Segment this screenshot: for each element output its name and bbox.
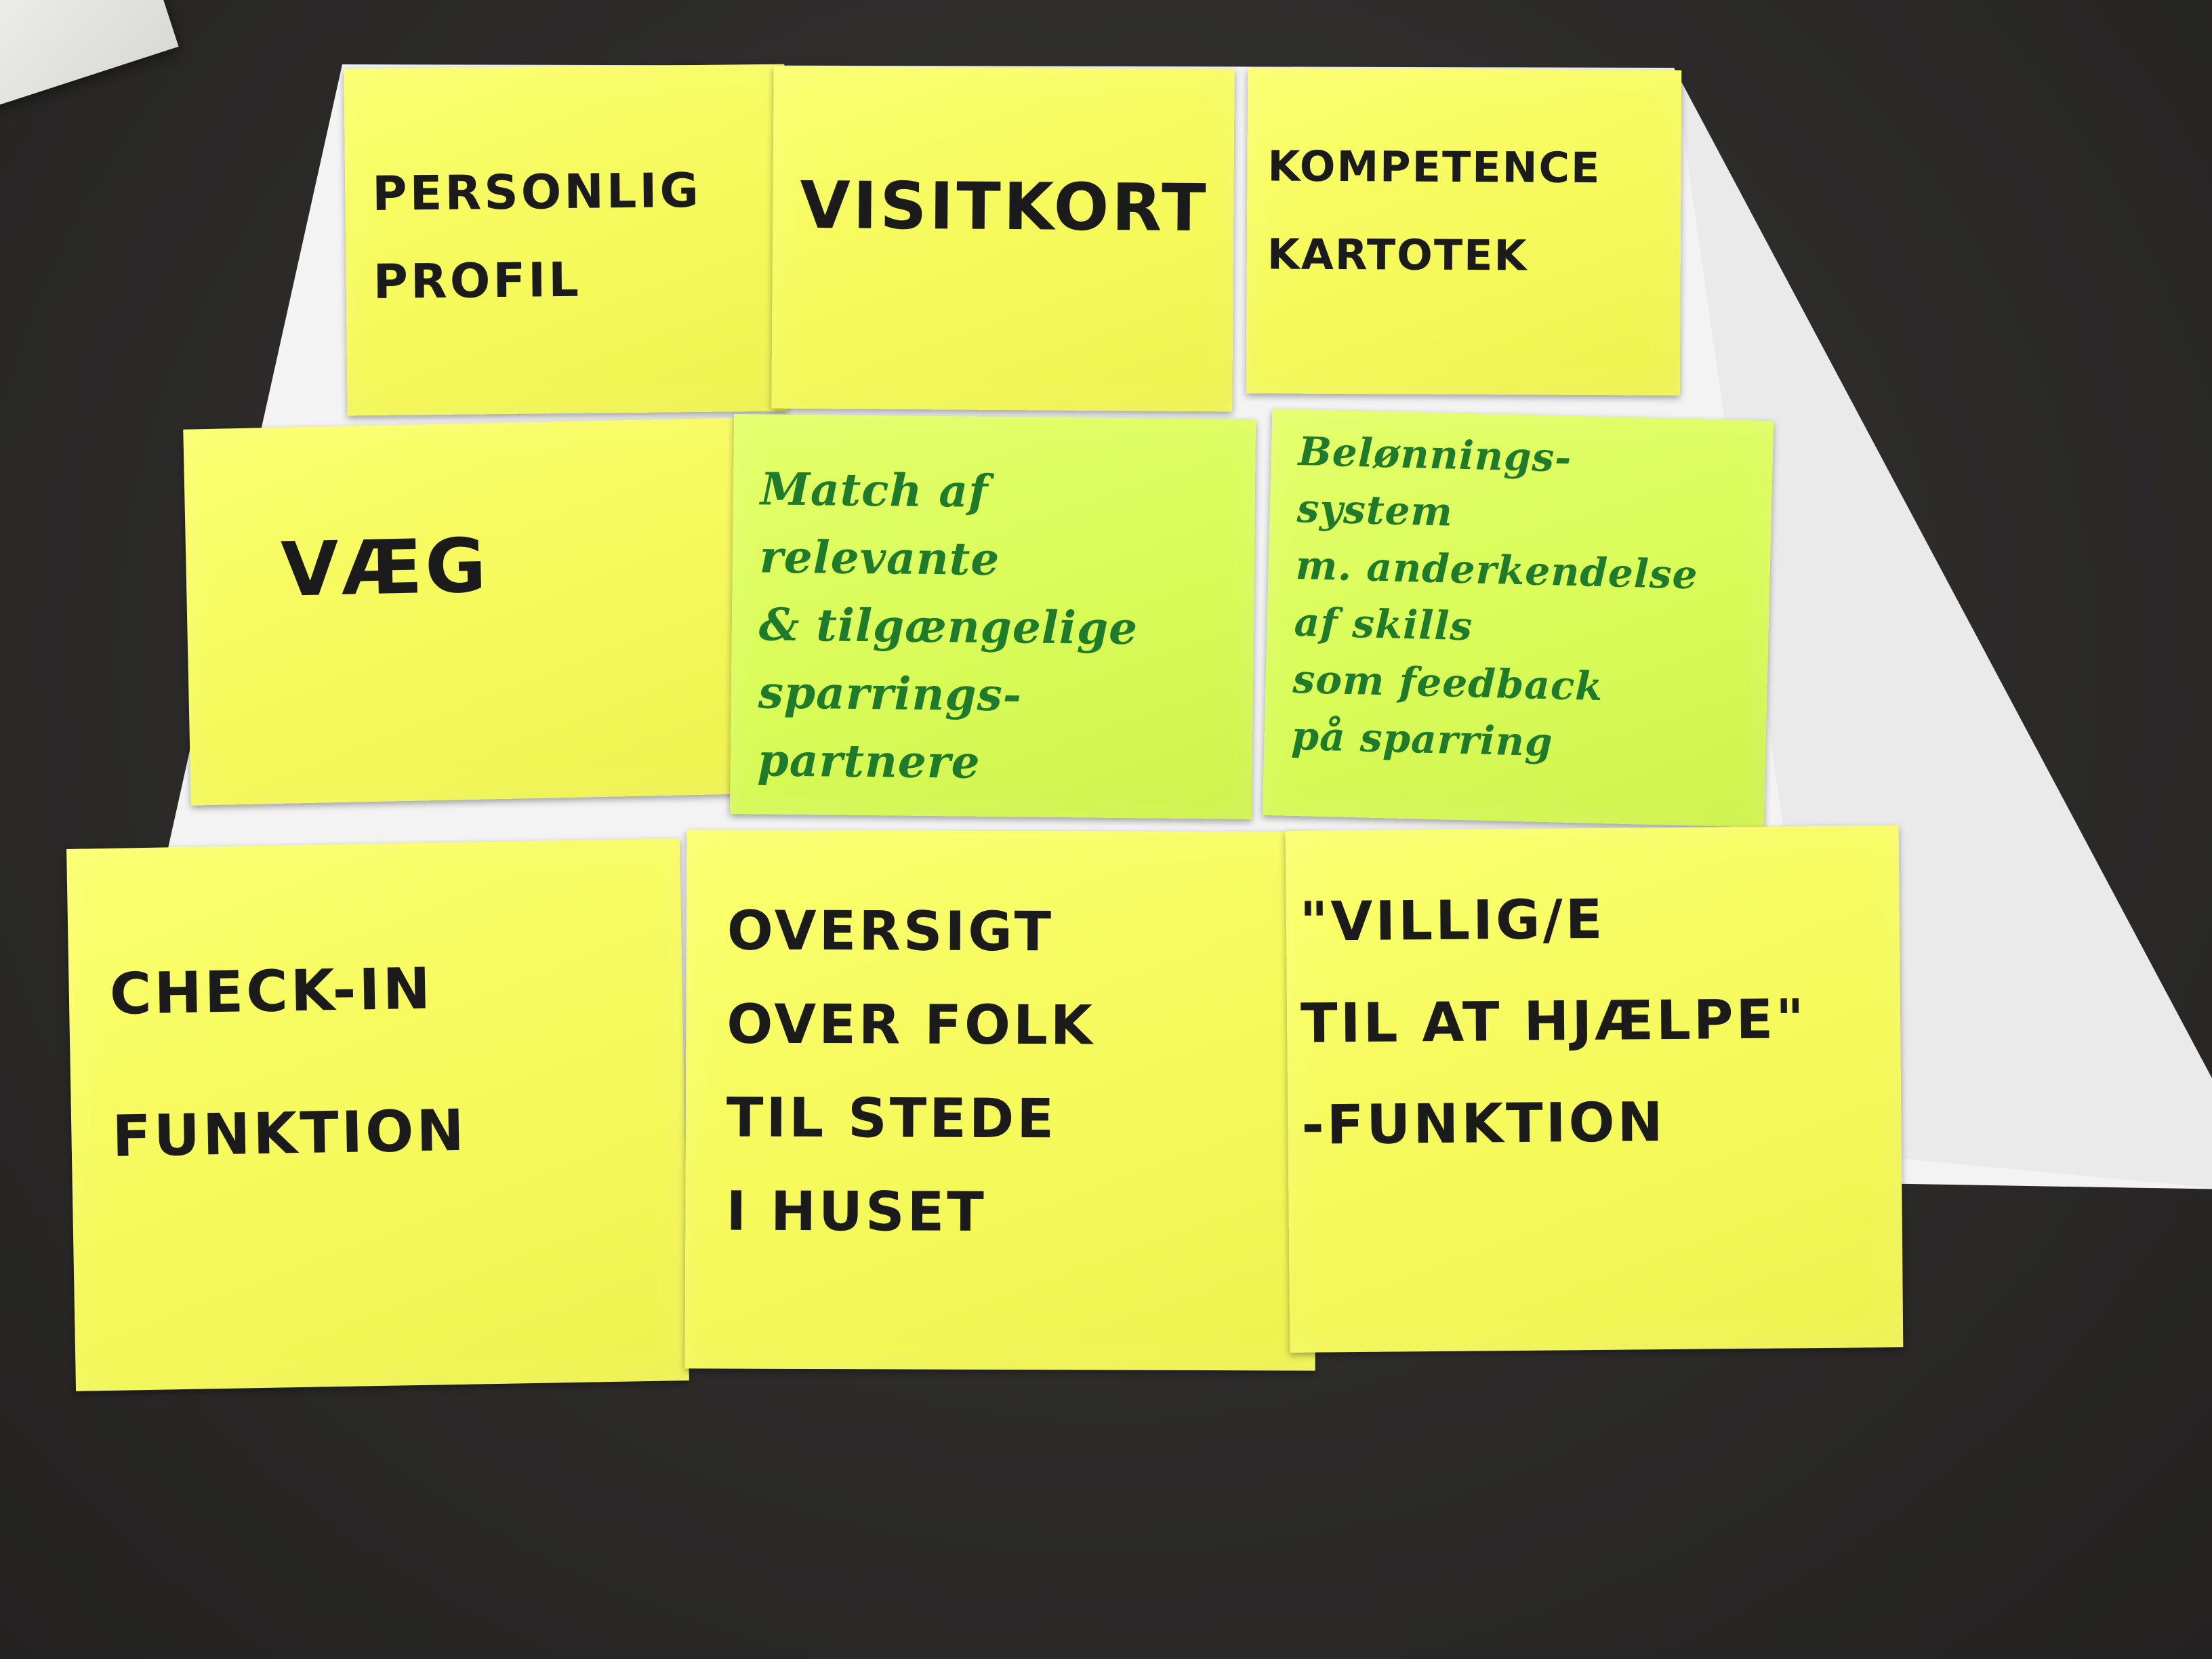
corner-paper [0,0,179,110]
note-text-visitkort: VISITKORT [799,167,1209,247]
note-villig: "VILLIG/E TIL AT HJÆLPE" -FUNKTION [1285,825,1904,1353]
note-belonnings: Belønnings- system m. anderkendelse af s… [1262,409,1774,827]
note-text-check-in: CHECK-IN FUNKTION [108,955,468,1170]
note-check-in: CHECK-IN FUNKTION [66,838,689,1391]
note-visitkort: VISITKORT [771,66,1235,412]
note-kompetence-kartotek: KOMPETENCE KARTOTEK [1246,68,1682,396]
note-personlig-profil: PERSONLIG PROFIL [344,64,788,416]
note-text-vaeg: VÆG [280,522,490,613]
note-match: Match af relevante & tilgængelige sparri… [729,413,1256,820]
note-text-personlig-profil: PERSONLIG PROFIL [371,162,702,310]
note-text-villig: "VILLIG/E TIL AT HJÆLPE" -FUNKTION [1299,887,1807,1157]
note-text-belonnings: Belønnings- system m. anderkendelse af s… [1290,428,1699,766]
note-text-kompetence-kartotek: KOMPETENCE KARTOTEK [1267,141,1601,281]
note-text-oversigt: OVERSIGT OVER FOLK TIL STEDE I HUSET [726,899,1096,1244]
note-oversigt: OVERSIGT OVER FOLK TIL STEDE I HUSET [684,830,1317,1371]
note-text-match: Match af relevante & tilgængelige sparri… [757,462,1139,789]
note-vaeg: VÆG [183,417,754,806]
